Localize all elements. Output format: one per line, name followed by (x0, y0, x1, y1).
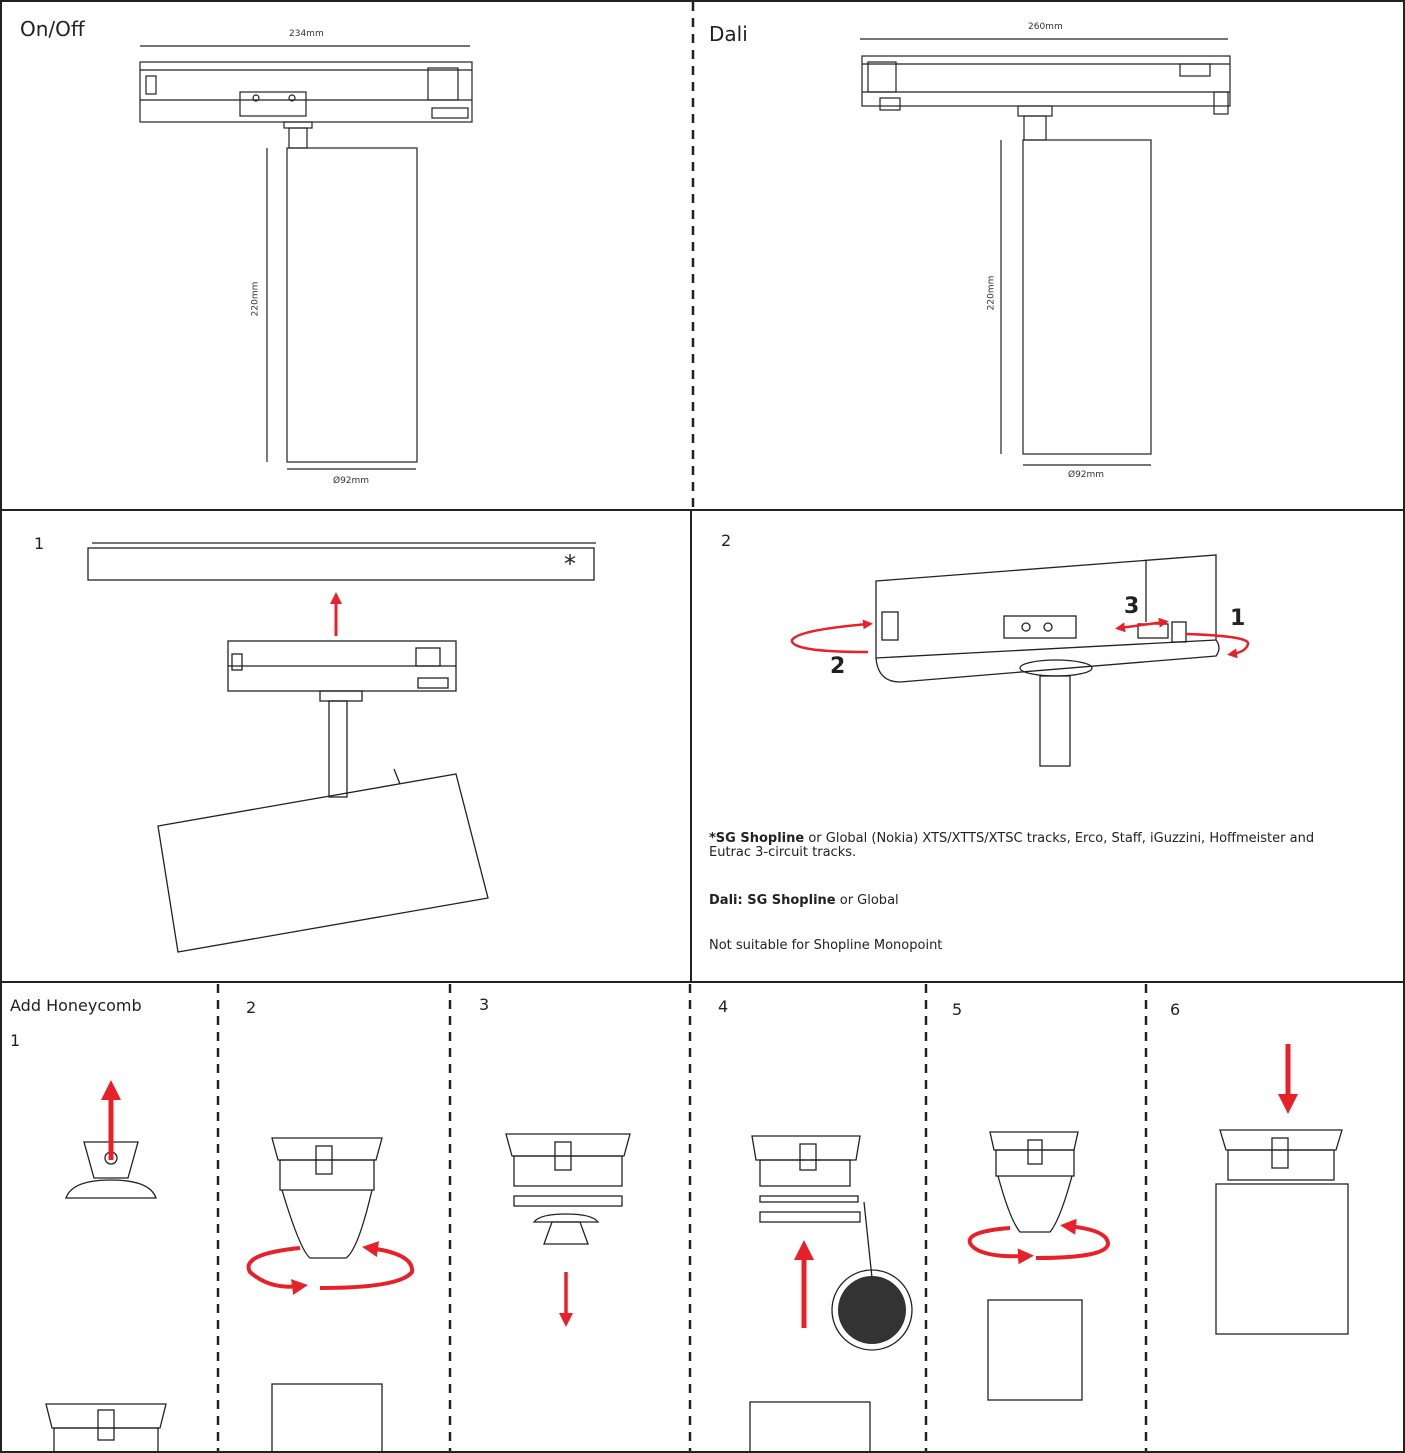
honeycomb-step-6: 6 (1170, 1000, 1181, 1019)
dali-diameter-dim: Ø92mm (1068, 470, 1105, 480)
compatible-tracks-bold: *SG Shopline (709, 831, 805, 846)
install-step1-drawing (87, 542, 596, 953)
honeycomb-step2-drawing (271, 1137, 383, 1453)
lock-marker-3: 3 (1124, 594, 1140, 619)
track-asterisk: * (564, 550, 576, 578)
honeycomb-step5-drawing (987, 1131, 1083, 1401)
dali-height-dim: 220mm (986, 275, 997, 311)
compatible-tracks-line2: Eutrac 3-circuit tracks. (709, 844, 857, 860)
install-step2-number: 2 (721, 531, 732, 550)
honeycomb-step5-rotate (967, 1218, 1111, 1265)
lock-marker-2: 2 (830, 654, 846, 679)
honeycomb-step6-drawing (1215, 1129, 1349, 1335)
install-step2-drawing (875, 554, 1220, 767)
compatible-tracks-note: *SG Shopline or Global (Nokia) XTS/XTTS/… (709, 832, 1399, 859)
onoff-drawing (139, 45, 473, 470)
dali-title: Dali (709, 22, 748, 46)
honeycomb-step4-drawing (749, 1135, 913, 1453)
rotate-arrows (790, 617, 1250, 659)
honeycomb-step-4: 4 (718, 997, 729, 1016)
install-step1-number: 1 (34, 534, 45, 553)
honeycomb-step-1: 1 (10, 1031, 21, 1050)
honeycomb-step2-rotate (246, 1241, 415, 1295)
dali-tracks-text: or Global (835, 893, 899, 908)
onoff-width-dim: 234mm (289, 29, 324, 39)
honeycomb-step1-drawing (45, 1141, 167, 1453)
compatible-tracks-text: or Global (Nokia) XTS/XTTS/XTSC tracks, … (804, 831, 1315, 846)
honeycomb-step-5: 5 (952, 1000, 963, 1019)
dali-tracks-bold: Dali: SG Shopline (709, 893, 836, 908)
honeycomb-step-2: 2 (246, 998, 257, 1017)
dashed-dividers (216, 2, 1148, 1451)
honeycomb-step-3: 3 (479, 995, 490, 1014)
onoff-title: On/Off (20, 17, 85, 41)
lock-marker-1: 1 (1230, 606, 1246, 631)
dali-tracks-note: Dali: SG Shopline or Global (709, 894, 899, 908)
dali-width-dim: 260mm (1028, 22, 1063, 32)
onoff-height-dim: 220mm (250, 281, 261, 317)
honeycomb-grid-icon (838, 1276, 906, 1344)
monopoint-note: Not suitable for Shopline Monopoint (709, 938, 943, 953)
onoff-diameter-dim: Ø92mm (333, 476, 370, 486)
honeycomb-title: Add Honeycomb (10, 996, 142, 1015)
dali-drawing (860, 38, 1231, 466)
honeycomb-step3-drawing (505, 1133, 631, 1245)
